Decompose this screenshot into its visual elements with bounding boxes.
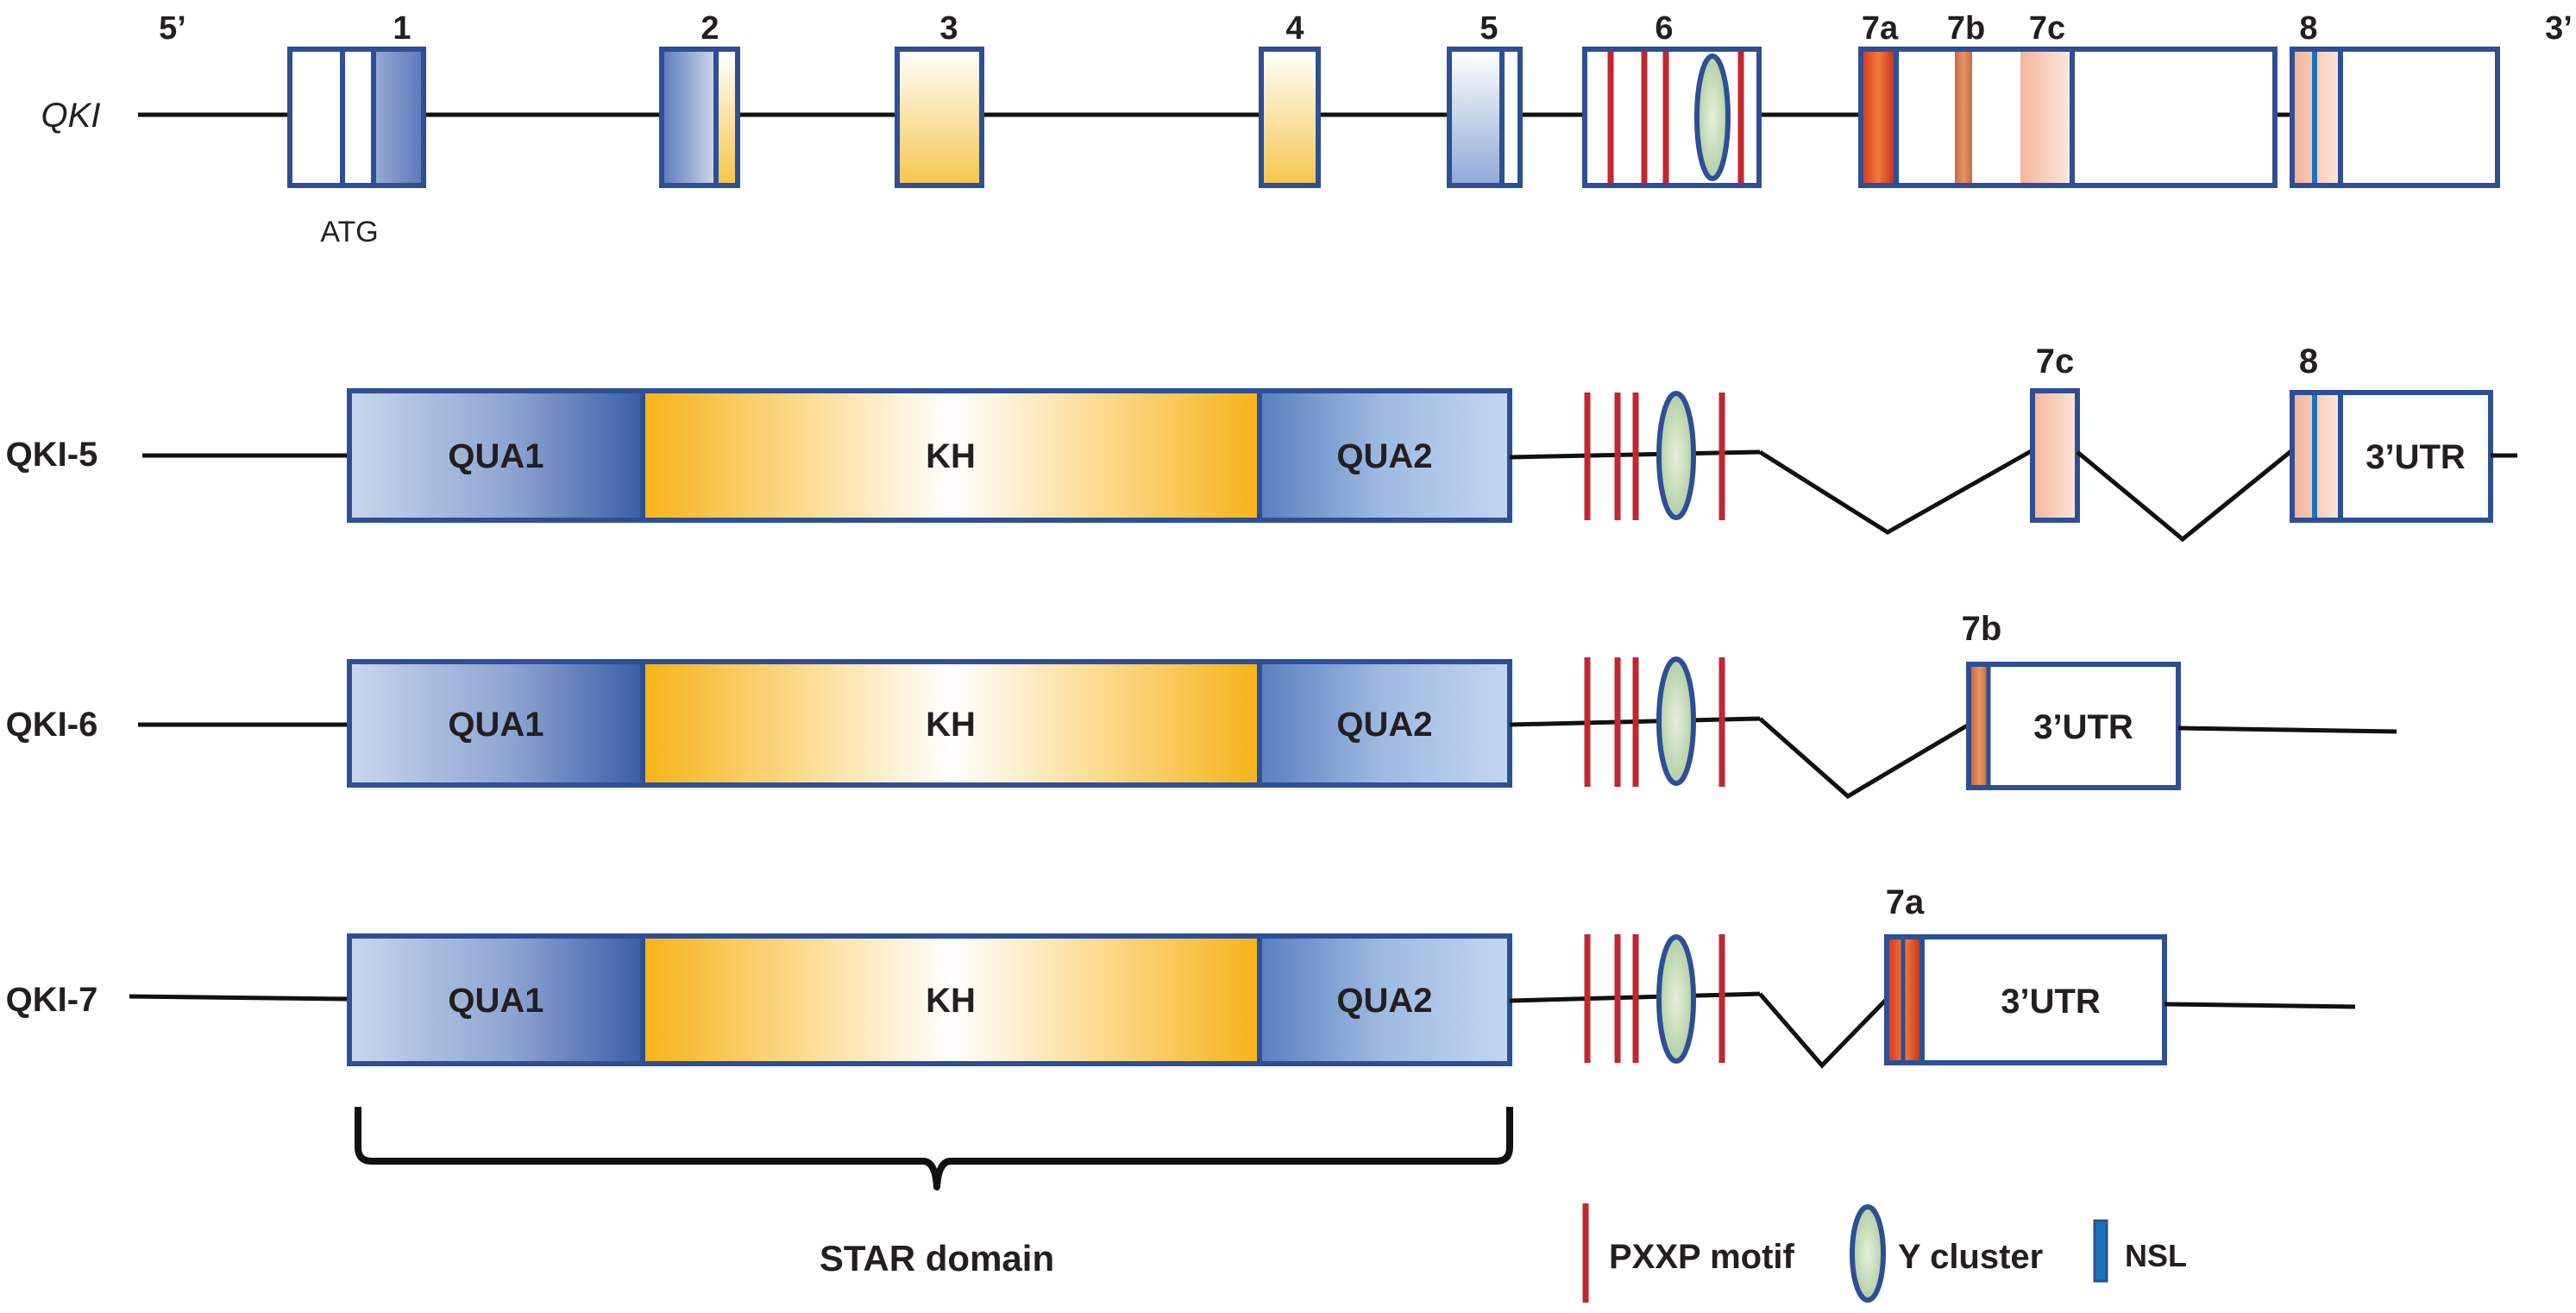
exon-label: 7c — [2036, 342, 2075, 380]
exon-7a-utr-box: 3’UTR — [1884, 934, 2167, 1065]
exon-8-label: 8 — [2299, 10, 2317, 47]
legend: PXXP motif Y cluster NSL — [1582, 1203, 2187, 1303]
exon-7-block — [1858, 47, 2278, 188]
star-domain-block: QUA1 KH QUA2 — [347, 659, 1512, 788]
three-prime-label: 3’ — [2545, 10, 2573, 47]
exon-7a — [1863, 52, 1894, 183]
star-domain-label: STAR domain — [820, 1238, 1054, 1278]
gene-name-label: QKI — [41, 97, 101, 135]
y-cluster-legend-icon — [1850, 1204, 1886, 1303]
gene-structure: 5’ 3’ QKI 1 ATG 2 3 4 — [41, 10, 2573, 248]
y-cluster-legend-label: Y cluster — [1898, 1238, 2043, 1276]
kh-label: KH — [926, 437, 976, 475]
exon-4-label: 4 — [1285, 10, 1304, 47]
isoform-qki-5: QKI-5 QUA1 KH QUA2 7c 3’UTR 8 — [6, 342, 2517, 543]
star-domain-block: QUA1 KH QUA2 — [347, 388, 1512, 523]
exon-7c — [2020, 52, 2070, 183]
qua2-label: QUA2 — [1336, 982, 1432, 1020]
exon-1-label: 1 — [393, 10, 411, 47]
y-cluster-icon — [1656, 391, 1696, 520]
isoform-label: QKI-5 — [6, 436, 98, 474]
exon-6-label: 6 — [1655, 10, 1673, 47]
exon-label: 7a — [1886, 883, 1925, 921]
exon-8-label: 8 — [2299, 342, 2318, 380]
utr-label: 3’UTR — [2366, 438, 2466, 476]
exon-2-label: 2 — [701, 10, 719, 47]
pxxp-legend-label: PXXP motif — [1609, 1238, 1795, 1276]
qua1-label: QUA1 — [448, 706, 543, 744]
exon-7b-label: 7b — [1947, 10, 1985, 47]
exon-3 — [895, 47, 984, 188]
exon-5-label: 5 — [1480, 10, 1498, 47]
star-domain-brace: STAR domain — [355, 1107, 1513, 1278]
pxxp-motifs — [1584, 393, 1725, 520]
y-cluster-icon — [1694, 53, 1731, 181]
star-domain-block: QUA1 KH QUA2 — [347, 933, 1512, 1066]
y-cluster-icon — [1656, 934, 1696, 1064]
exon-1 — [287, 47, 426, 188]
utr-label: 3’UTR — [2033, 708, 2133, 746]
nsl-legend-icon — [2093, 1219, 2108, 1283]
exon-7b — [1955, 52, 1972, 183]
pxxp-motifs — [1584, 934, 1725, 1063]
exon-4 — [1259, 47, 1321, 188]
exon-7b-utr-box: 3’UTR — [1966, 662, 2181, 790]
isoform-label: QKI-6 — [6, 706, 98, 744]
exon-7a-label: 7a — [1862, 10, 1899, 47]
exon-8-utr-box: 3’UTR — [2290, 390, 2493, 523]
qua1-label: QUA1 — [448, 982, 543, 1020]
isoform-qki-6: QKI-6 QUA1 KH QUA2 3’UTR 7b — [6, 610, 2397, 800]
qua2-label: QUA2 — [1336, 437, 1432, 475]
exon-5 — [1447, 47, 1523, 188]
isoform-qki-7: QKI-7 QUA1 KH QUA2 3’UTR 7a — [6, 883, 2356, 1069]
kh-label: KH — [926, 706, 976, 744]
five-prime-label: 5’ — [159, 10, 186, 47]
qua2-label: QUA2 — [1336, 706, 1432, 744]
isoform-label: QKI-7 — [6, 981, 98, 1019]
qua1-label: QUA1 — [448, 437, 543, 475]
utr-label: 3’UTR — [2001, 983, 2101, 1021]
exon-label: 7b — [1962, 610, 2002, 648]
pxxp-motifs — [1584, 657, 1725, 787]
exon-3-label: 3 — [939, 10, 958, 47]
exon-7c-label: 7c — [2029, 10, 2065, 47]
exon-8 — [2290, 47, 2500, 188]
exon-7c-box — [2030, 388, 2080, 523]
exon-2 — [659, 47, 740, 188]
kh-label: KH — [926, 982, 976, 1020]
start-codon-label: ATG — [320, 216, 378, 248]
y-cluster-icon — [1656, 656, 1696, 786]
nsl-legend-label: NSL — [2125, 1238, 2187, 1273]
exon-6 — [1582, 47, 1762, 188]
